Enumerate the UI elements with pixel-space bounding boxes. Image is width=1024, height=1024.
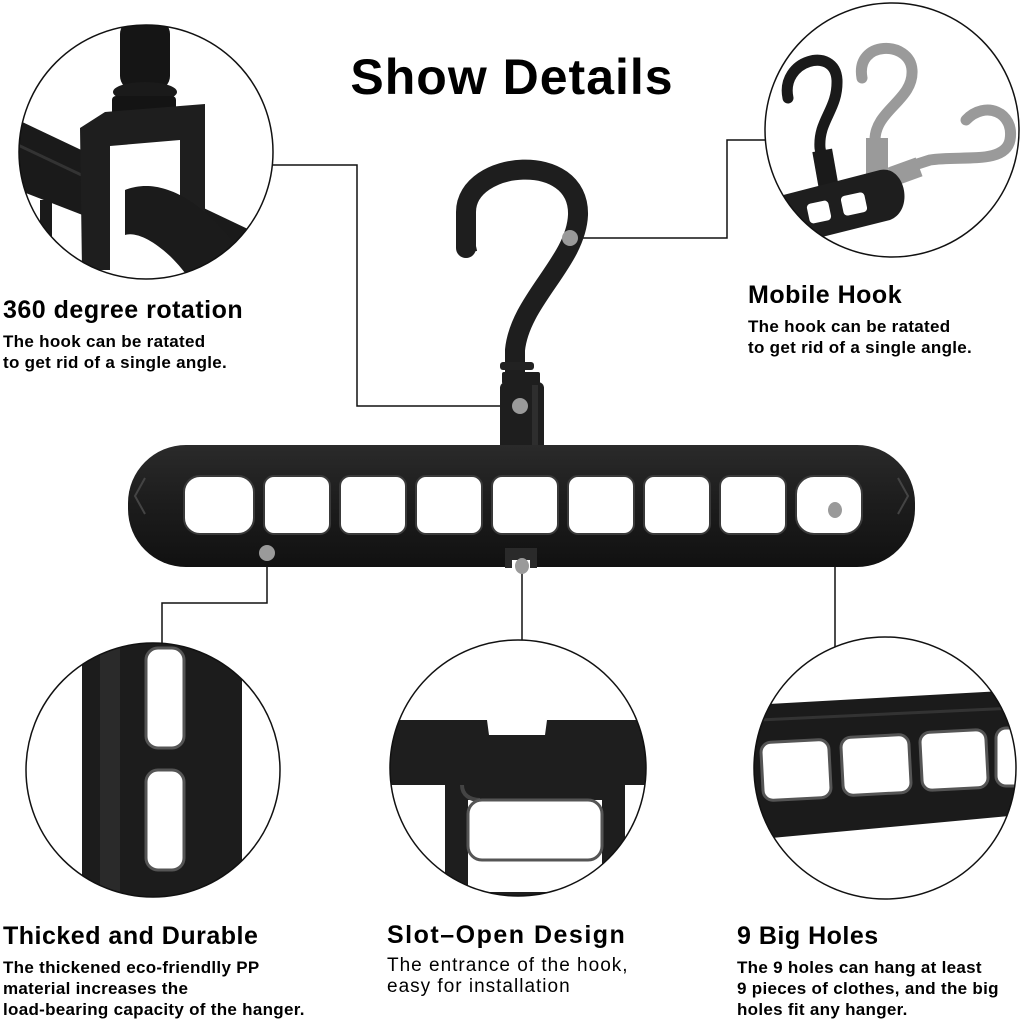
- feature-thicked: Thicked and Durable The thickened eco-fr…: [3, 922, 305, 1020]
- callout-lines: [161, 139, 836, 648]
- description-line: 9 pieces of clothes, and the big: [737, 979, 999, 998]
- hanger-main: [128, 159, 915, 574]
- description-line: material increases the: [3, 979, 189, 998]
- description-line: The hook can be ratated: [3, 332, 206, 351]
- page-title: Show Details: [350, 49, 674, 105]
- description-line: holes fit any hanger.: [737, 1000, 908, 1019]
- feature-description: The hook can be ratated to get rid of a …: [748, 316, 972, 358]
- feature-mobile-hook: Mobile Hook The hook can be ratated to g…: [748, 281, 972, 358]
- feature-rotation: 360 degree rotation The hook can be rata…: [3, 296, 243, 373]
- detail-circle-thicked: [25, 642, 281, 898]
- description-line: to get rid of a single angle.: [748, 338, 973, 357]
- description-line: The 9 holes can hang at least: [737, 958, 982, 977]
- feature-description: The thickened eco-friendlly PP material …: [3, 957, 305, 1020]
- description-line: The thickened eco-friendlly PP: [3, 958, 260, 977]
- feature-title: Slot–Open Design: [387, 921, 627, 949]
- feature-description: The hook can be ratated to get rid of a …: [3, 331, 243, 373]
- detail-circle-big-holes: [753, 636, 1017, 900]
- feature-title: Thicked and Durable: [3, 922, 259, 950]
- feature-title: 9 Big Holes: [737, 922, 879, 950]
- feature-title: Mobile Hook: [748, 281, 903, 309]
- description-line: to get rid of a single angle.: [3, 353, 228, 372]
- feature-description: The entrance of the hook, easy for insta…: [387, 955, 629, 997]
- description-line: easy for installation: [387, 976, 571, 997]
- description-line: load-bearing capacity of the hanger.: [3, 1000, 305, 1019]
- feature-title: 360 degree rotation: [3, 296, 244, 324]
- feature-big-holes: 9 Big Holes The 9 holes can hang at leas…: [737, 922, 999, 1020]
- description-line: The entrance of the hook,: [387, 955, 629, 976]
- feature-description: The 9 holes can hang at least 9 pieces o…: [737, 957, 999, 1020]
- detail-circle-rotation: [18, 24, 274, 280]
- detail-circle-slot-open: [389, 639, 647, 897]
- detail-circle-mobile-hook: [764, 2, 1020, 258]
- feature-slot-open: Slot–Open Design The entrance of the hoo…: [387, 921, 629, 997]
- description-line: The hook can be ratated: [748, 317, 951, 336]
